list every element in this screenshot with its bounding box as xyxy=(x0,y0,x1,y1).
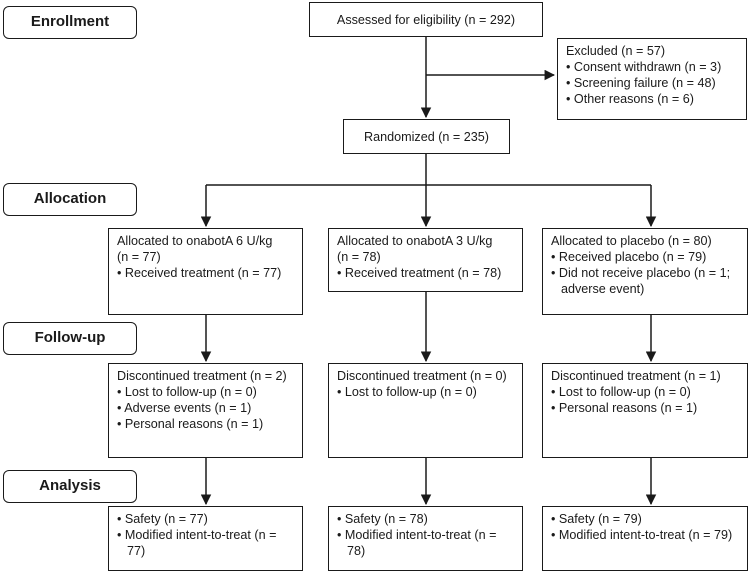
allocation-box-onabota-6: Allocated to onabotA 6 U/kg (n = 77) • R… xyxy=(108,228,303,315)
analysis-item: • Safety (n = 77) xyxy=(117,512,208,526)
assessed-text: Assessed for eligibility (n = 292) xyxy=(336,12,516,27)
follow-up-item: • Personal reasons (n = 1) xyxy=(117,417,264,431)
follow-up-label: Discontinued treatment (n = 0) xyxy=(337,369,507,383)
allocation-item: • Received treatment (n = 77) xyxy=(117,266,282,280)
follow-up-item: • Lost to follow-up (n = 0) xyxy=(551,385,691,399)
follow-up-box-onabota-3: Discontinued treatment (n = 0) • Lost to… xyxy=(328,363,523,458)
stage-analysis: Analysis xyxy=(3,470,137,503)
excluded-item: • Screening failure (n = 48) xyxy=(566,76,716,90)
allocation-label: Allocated to placebo (n = 80) xyxy=(551,234,712,248)
follow-up-box-onabota-6: Discontinued treatment (n = 2) • Lost to… xyxy=(108,363,303,458)
stage-allocation: Allocation xyxy=(3,183,137,216)
follow-up-item: • Lost to follow-up (n = 0) xyxy=(117,385,257,399)
stage-follow-up: Follow-up xyxy=(3,322,137,355)
follow-up-item: • Adverse events (n = 1) xyxy=(117,401,252,415)
allocation-box-onabota-3: Allocated to onabotA 3 U/kg (n = 78) • R… xyxy=(328,228,523,292)
analysis-item: • Modified intent-to-treat (n = 78) xyxy=(337,528,497,558)
analysis-item: • Safety (n = 79) xyxy=(551,512,642,526)
excluded-box: Excluded (n = 57) • Consent withdrawn (n… xyxy=(557,38,747,120)
analysis-box-onabota-3: • Safety (n = 78) • Modified intent-to-t… xyxy=(328,506,523,571)
excluded-item: • Other reasons (n = 6) xyxy=(566,92,694,106)
allocation-label: Allocated to onabotA 6 U/kg xyxy=(117,234,273,248)
allocation-item: • Received treatment (n = 78) xyxy=(337,266,502,280)
analysis-box-onabota-6: • Safety (n = 77) • Modified intent-to-t… xyxy=(108,506,303,571)
allocation-count: (n = 77) xyxy=(117,250,161,264)
analysis-item: • Safety (n = 78) xyxy=(337,512,428,526)
allocation-item: • Received placebo (n = 79) xyxy=(551,250,707,264)
excluded-title: Excluded (n = 57) xyxy=(566,44,666,58)
assessed-box: Assessed for eligibility (n = 292) xyxy=(309,2,543,37)
stage-enrollment: Enrollment xyxy=(3,6,137,39)
follow-up-label: Discontinued treatment (n = 1) xyxy=(551,369,721,383)
allocation-count: (n = 78) xyxy=(337,250,381,264)
randomized-text: Randomized (n = 235) xyxy=(364,129,489,144)
analysis-item: • Modified intent-to-treat (n = 79) xyxy=(551,528,733,542)
follow-up-item: • Personal reasons (n = 1) xyxy=(551,401,698,415)
excluded-item: • Consent withdrawn (n = 3) xyxy=(566,60,722,74)
randomized-box: Randomized (n = 235) xyxy=(343,119,510,154)
follow-up-label: Discontinued treatment (n = 2) xyxy=(117,369,287,383)
allocation-item: • Did not receive placebo (n = 1; advers… xyxy=(551,266,731,296)
follow-up-box-placebo: Discontinued treatment (n = 1) • Lost to… xyxy=(542,363,748,458)
allocation-label: Allocated to onabotA 3 U/kg xyxy=(337,234,493,248)
analysis-item: • Modified intent-to-treat (n = 77) xyxy=(117,528,277,558)
allocation-box-placebo: Allocated to placebo (n = 80) • Received… xyxy=(542,228,748,315)
analysis-box-placebo: • Safety (n = 79) • Modified intent-to-t… xyxy=(542,506,748,571)
follow-up-item: • Lost to follow-up (n = 0) xyxy=(337,385,477,399)
